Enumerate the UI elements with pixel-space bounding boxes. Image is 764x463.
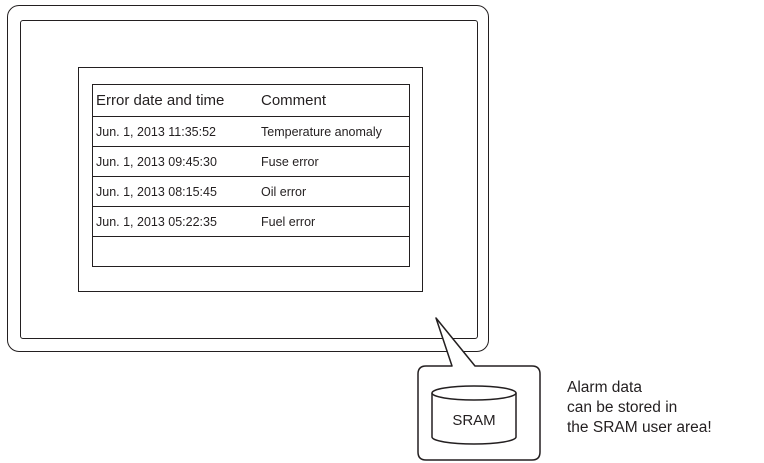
sram-note: Alarm data can be stored in the SRAM use… (567, 378, 712, 438)
row-comment: Oil error (261, 184, 307, 199)
table-header-row: Error date and time Comment (93, 85, 409, 116)
row-date: Jun. 1, 2013 09:45:30 (96, 154, 217, 169)
table-row-empty (93, 236, 409, 266)
row-date: Jun. 1, 2013 05:22:35 (96, 214, 217, 229)
header-error-date-time: Error date and time (96, 92, 225, 109)
row-comment: Fuse error (261, 154, 319, 169)
alarm-history-table: Error date and time Comment Jun. 1, 2013… (92, 84, 410, 267)
alarm-screen (78, 67, 423, 292)
database-icon (431, 385, 517, 445)
header-comment: Comment (261, 92, 327, 109)
got-bezel-outer (7, 5, 489, 352)
row-comment: Temperature anomaly (261, 124, 382, 139)
row-date: Jun. 1, 2013 08:15:45 (96, 184, 217, 199)
table-row: Jun. 1, 2013 11:35:52 Temperature anomal… (93, 116, 409, 146)
note-line-2: can be stored in (567, 399, 678, 416)
sram-label: SRAM (452, 412, 496, 429)
row-comment: Fuel error (261, 214, 316, 229)
table-row: Jun. 1, 2013 08:15:45 Oil error (93, 176, 409, 206)
row-date: Jun. 1, 2013 11:35:52 (96, 124, 217, 139)
table-row: Jun. 1, 2013 09:45:30 Fuse error (93, 146, 409, 176)
got-bezel-inner (20, 20, 478, 339)
table-row: Jun. 1, 2013 05:22:35 Fuel error (93, 206, 409, 236)
note-line-3: the SRAM user area! (567, 419, 712, 436)
note-line-1: Alarm data (567, 379, 642, 396)
